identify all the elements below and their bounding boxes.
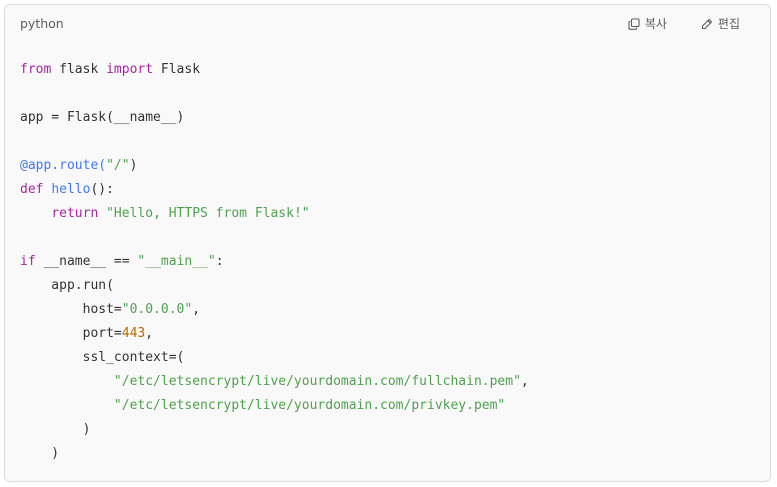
code-line: def hello(): bbox=[20, 178, 529, 202]
code-keyword: import bbox=[106, 62, 154, 77]
copy-button[interactable]: 복사 bbox=[628, 15, 667, 32]
code-text: , bbox=[145, 326, 154, 341]
code-line: ) bbox=[20, 442, 529, 466]
code-text: ssl_context=( bbox=[20, 350, 185, 365]
code-text: Flask bbox=[153, 62, 201, 77]
code-line: "/etc/letsencrypt/live/yourdomain.com/fu… bbox=[20, 370, 529, 394]
code-function-name: hello bbox=[51, 182, 91, 197]
code-text: ) bbox=[20, 422, 91, 437]
code-line: "/etc/letsencrypt/live/yourdomain.com/pr… bbox=[20, 394, 529, 418]
code-line: @app.route("/") bbox=[20, 154, 529, 178]
code-indent bbox=[20, 374, 114, 389]
code-text: (): bbox=[90, 182, 114, 197]
code-line-empty bbox=[20, 226, 529, 250]
code-line: ssl_context=( bbox=[20, 346, 529, 370]
code-string: "__main__" bbox=[137, 254, 216, 269]
language-label: python bbox=[20, 16, 64, 31]
code-keyword: if bbox=[20, 254, 36, 269]
code-text: ) bbox=[20, 446, 60, 461]
code-text: ) bbox=[129, 158, 138, 173]
code-text: : bbox=[215, 254, 224, 269]
code-line: app = Flask(__name__) bbox=[20, 106, 529, 130]
code-keyword: def bbox=[20, 182, 44, 197]
code-indent bbox=[20, 398, 114, 413]
code-line: from flask import Flask bbox=[20, 58, 529, 82]
code-text: __name__ == bbox=[35, 254, 138, 269]
code-block: python 복사 편집 bbox=[4, 4, 771, 482]
pencil-icon bbox=[701, 18, 713, 30]
code-line: app.run( bbox=[20, 274, 529, 298]
edit-button[interactable]: 편집 bbox=[701, 15, 740, 32]
code-line-empty bbox=[20, 82, 529, 106]
code-line: return "Hello, HTTPS from Flask!" bbox=[20, 202, 529, 226]
edit-button-label: 편집 bbox=[717, 17, 740, 31]
code-number: 443 bbox=[121, 326, 146, 341]
code-decorator: @app.route( bbox=[20, 158, 107, 173]
code-text: flask bbox=[51, 62, 107, 77]
code-text: , bbox=[520, 374, 529, 389]
code-keyword: return bbox=[51, 206, 99, 221]
code-text: port= bbox=[20, 326, 122, 341]
code-string: "/" bbox=[106, 158, 130, 173]
code-actions: 복사 편집 bbox=[628, 15, 740, 32]
code-line: port=443, bbox=[20, 322, 529, 346]
code-string: "Hello, HTTPS from Flask!" bbox=[106, 206, 310, 221]
code-keyword: from bbox=[20, 62, 52, 77]
code-string: "/etc/letsencrypt/live/yourdomain.com/pr… bbox=[113, 398, 506, 413]
code-text: app = Flask(__name__) bbox=[20, 110, 185, 125]
code-indent bbox=[20, 206, 51, 221]
code-text bbox=[98, 206, 106, 221]
code-line: if __name__ == "__main__": bbox=[20, 250, 529, 274]
copy-button-label: 복사 bbox=[644, 17, 667, 31]
code-line: ) bbox=[20, 418, 529, 442]
copy-icon bbox=[628, 17, 640, 30]
code-content: from flask import Flask app = Flask(__nam… bbox=[20, 58, 529, 466]
code-line: host="0.0.0.0", bbox=[20, 298, 529, 322]
code-text: app.run( bbox=[20, 278, 114, 293]
code-text: host= bbox=[20, 302, 122, 317]
code-text: , bbox=[192, 302, 201, 317]
code-line-empty bbox=[20, 130, 529, 154]
code-string: "/etc/letsencrypt/live/yourdomain.com/fu… bbox=[113, 374, 521, 389]
code-string: "0.0.0.0" bbox=[121, 302, 193, 317]
code-block-header: python 복사 편집 bbox=[5, 5, 770, 43]
